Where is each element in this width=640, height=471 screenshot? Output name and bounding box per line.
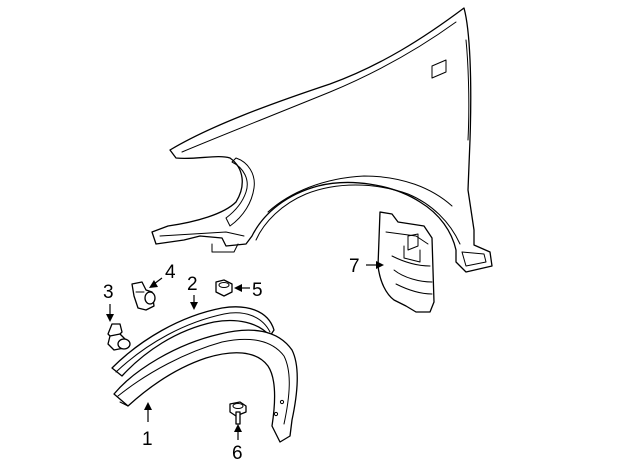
callout-2: 2 bbox=[187, 274, 198, 295]
arrow-5 bbox=[234, 284, 242, 292]
clip-screw-3 bbox=[107, 323, 131, 351]
callout-7: 7 bbox=[349, 256, 360, 277]
arrow-4 bbox=[149, 280, 158, 288]
arrow-7 bbox=[376, 261, 384, 269]
callout-5: 5 bbox=[252, 280, 263, 301]
wheel-opening-moulding bbox=[113, 329, 298, 443]
mud-guard bbox=[377, 211, 435, 313]
callout-4: 4 bbox=[165, 262, 176, 283]
clip-4 bbox=[131, 281, 156, 311]
arrow-3 bbox=[106, 314, 114, 322]
nut-5 bbox=[215, 279, 233, 297]
arrow-1 bbox=[144, 402, 152, 410]
callout-6: 6 bbox=[232, 443, 243, 464]
fender-panel bbox=[151, 7, 493, 273]
arrow-6 bbox=[234, 424, 242, 432]
callout-1: 1 bbox=[142, 429, 153, 450]
callout-3: 3 bbox=[103, 282, 114, 303]
fender-flare-upper bbox=[111, 306, 275, 377]
arrow-2 bbox=[190, 302, 198, 310]
bolt-6 bbox=[229, 401, 247, 425]
